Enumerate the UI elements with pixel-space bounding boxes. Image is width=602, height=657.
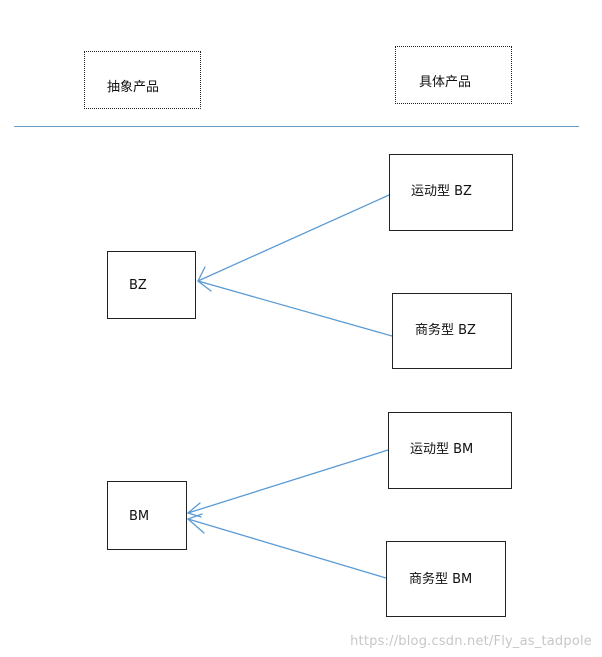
concrete-product-sport-bz-box: 运动型 BZ [389, 154, 513, 231]
concrete-product-business-bm-label: 商务型 BM [409, 572, 473, 587]
watermark-url: https://blog.csdn.net/Fly_as_tadpole [350, 634, 592, 649]
arrow-sport-bz-to-bz [197, 194, 390, 282]
concrete-product-sport-bz-label: 运动型 BZ [411, 184, 472, 199]
concrete-product-business-bz-box: 商务型 BZ [392, 293, 512, 369]
concrete-product-header-label: 具体产品 [419, 75, 472, 90]
arrowhead-bz [197, 266, 212, 292]
arrow-business-bm-to-bm [187, 518, 387, 579]
abstract-product-bz-box: BZ [107, 251, 196, 319]
arrow-sport-bm-to-bm [187, 449, 389, 514]
concrete-product-sport-bm-label: 运动型 BM [410, 442, 474, 457]
abstract-product-header-box: 抽象产品 [84, 51, 201, 109]
concrete-product-sport-bm-box: 运动型 BM [388, 412, 512, 489]
concrete-product-header-box: 具体产品 [395, 46, 512, 104]
abstract-product-header-label: 抽象产品 [107, 80, 160, 95]
abstract-product-bm-label: BM [129, 509, 150, 524]
section-divider [14, 126, 579, 127]
abstract-product-bm-box: BM [107, 481, 187, 550]
arrowhead-bm-lower [186, 513, 205, 534]
concrete-product-business-bz-label: 商务型 BZ [415, 323, 476, 338]
concrete-product-business-bm-box: 商务型 BM [386, 541, 506, 617]
abstract-product-bz-label: BZ [129, 278, 147, 293]
arrow-business-bz-to-bz [197, 280, 393, 337]
